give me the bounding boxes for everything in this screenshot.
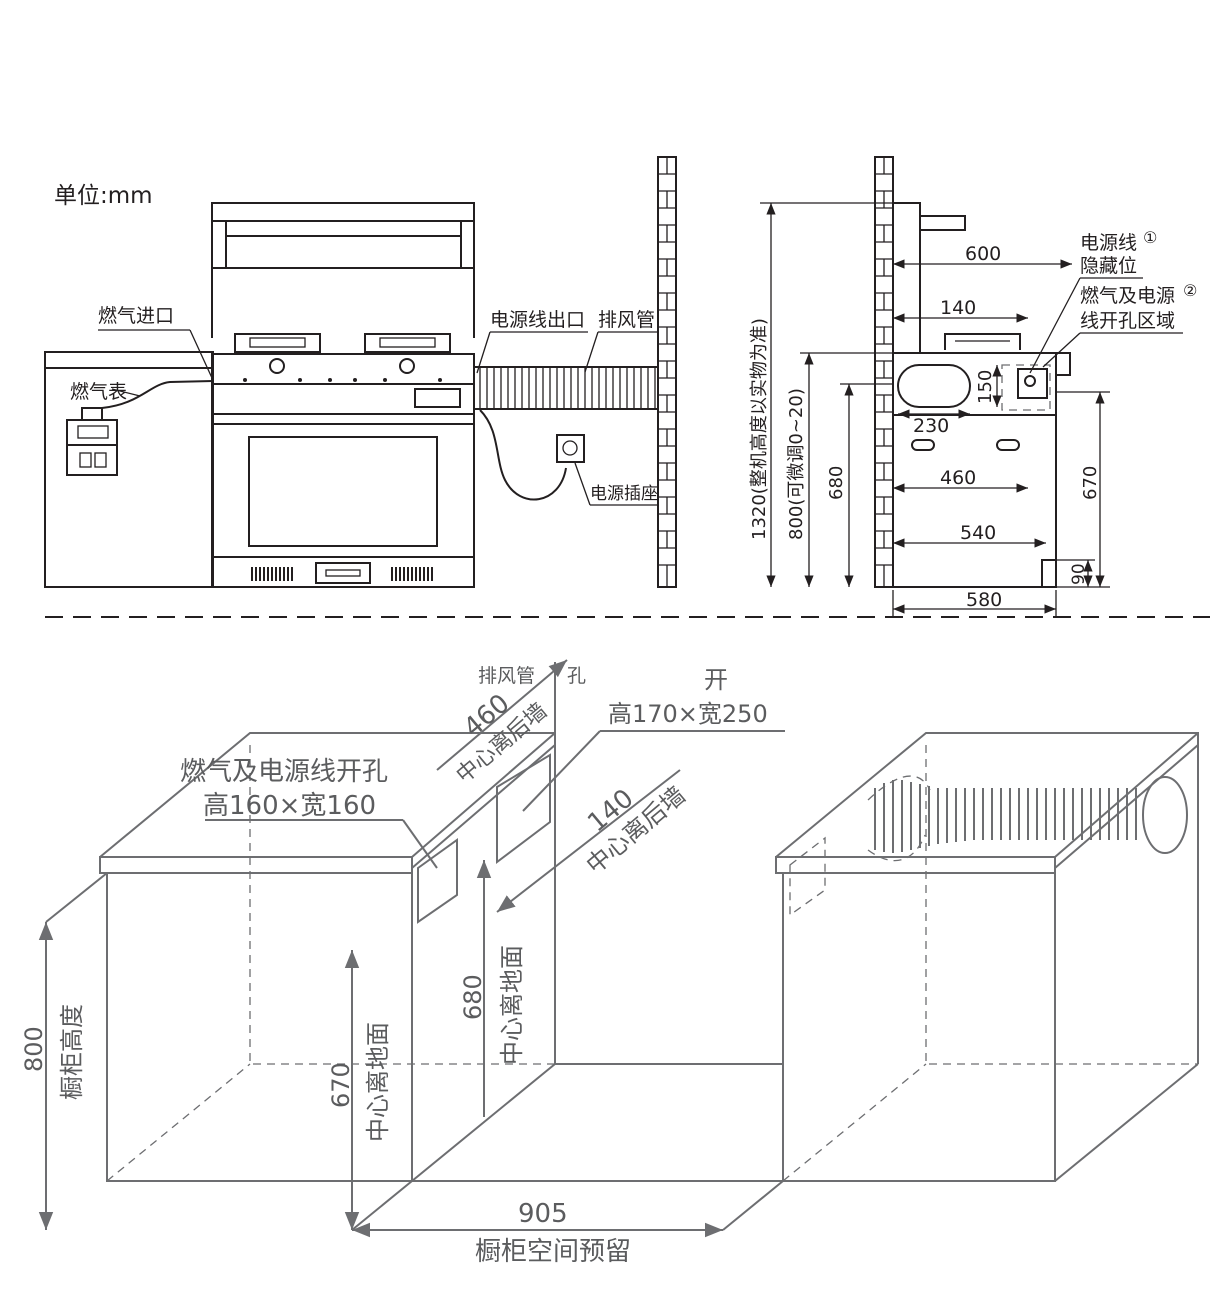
exhaust-hole-left xyxy=(496,753,551,865)
note-mark-1: ① xyxy=(1143,228,1157,247)
range-hood xyxy=(211,202,475,222)
note-power-hidden-1: 电源线 xyxy=(1080,232,1137,254)
exhaust-opening-side xyxy=(897,364,971,408)
open-size-label: 高170×宽250 xyxy=(608,700,768,728)
power-socket-label: 电源插座 xyxy=(590,484,658,504)
dim-680-side: 680 xyxy=(826,466,847,500)
front-view: 燃气表 燃气进口 xyxy=(44,156,677,588)
power-socket-icon xyxy=(556,434,585,463)
dim-680-bottom: 680 xyxy=(459,974,487,1020)
dim-670-side: 670 xyxy=(1080,466,1101,500)
oven-handle xyxy=(315,562,371,584)
cabinet-height-label: 橱柜高度 xyxy=(58,1004,86,1100)
burner-left-icon xyxy=(234,333,321,374)
oven-body xyxy=(211,413,475,588)
dim-800-bottom: 800 xyxy=(20,1026,48,1072)
dim-90: 90 xyxy=(1069,563,1089,585)
hood-side xyxy=(892,202,921,354)
wall-front xyxy=(657,156,677,588)
burner-right-icon xyxy=(364,333,451,374)
dim-150: 150 xyxy=(975,370,996,404)
power-cable xyxy=(479,409,567,501)
oven-door-window xyxy=(248,436,438,547)
burner-side-icon xyxy=(944,333,1021,350)
dim-670-bottom: 670 xyxy=(327,1062,355,1108)
cooktop-panel xyxy=(211,353,475,385)
dim-800-note: 800(可微调0~20) xyxy=(786,388,807,540)
note-mark-2: ② xyxy=(1183,281,1197,300)
center-floor-2: 中心离地面 xyxy=(364,1022,392,1142)
exhaust-pipe-label: 排风管 xyxy=(598,309,655,331)
exhaust-duct-icon xyxy=(789,775,1137,917)
side-view: 600 140 230 150 460 540 580 1320(整机高度以实物… xyxy=(749,156,1197,618)
note-power-hidden-2: 隐藏位 xyxy=(1080,255,1137,277)
gas-hole-label: 燃气及电源线开孔 xyxy=(180,757,388,787)
gas-hole-size-label: 高160×宽160 xyxy=(203,791,376,821)
exhaust-hole-label-b: 孔 xyxy=(567,665,586,687)
dim-1320-note: 1320(整机高度以实物为准) xyxy=(749,318,770,540)
dim-905: 905 xyxy=(518,1199,568,1229)
dim-600: 600 xyxy=(965,243,1001,265)
gas-meter-icon xyxy=(66,407,118,476)
dim-540: 540 xyxy=(960,522,996,544)
wall-side xyxy=(874,156,894,588)
gas-power-hole xyxy=(417,838,458,924)
dim-140-side: 140 xyxy=(940,297,976,319)
control-display xyxy=(414,388,461,408)
dim-230: 230 xyxy=(913,415,949,437)
note-gas-hole-2: 线开孔区域 xyxy=(1080,310,1175,332)
open-label: 开 xyxy=(704,666,728,694)
exhaust-pipe-icon xyxy=(474,366,658,410)
cabinet-perspective: 排风管 孔 开 高170×宽250 燃气及电源线开孔 高160×宽160 460… xyxy=(20,659,1199,1267)
unit-label: 单位:mm xyxy=(54,183,153,209)
power-outlet-exit-label: 电源线出口 xyxy=(490,309,585,331)
dim-460-side: 460 xyxy=(940,467,976,489)
gas-inlet-label: 燃气进口 xyxy=(98,305,174,327)
exhaust-hole-label-a: 排风管 xyxy=(478,665,535,687)
exhaust-hole-right xyxy=(1142,776,1188,854)
gas-pipe xyxy=(101,380,214,409)
cabinet-space-label: 橱柜空间预留 xyxy=(475,1237,631,1267)
gas-meter-label: 燃气表 xyxy=(70,381,127,403)
slot-left xyxy=(911,439,935,451)
slot-right xyxy=(996,439,1020,451)
center-floor-1: 中心离地面 xyxy=(498,945,526,1065)
note-gas-hole-1: 燃气及电源 xyxy=(1080,285,1175,307)
dim-580: 580 xyxy=(966,589,1002,611)
